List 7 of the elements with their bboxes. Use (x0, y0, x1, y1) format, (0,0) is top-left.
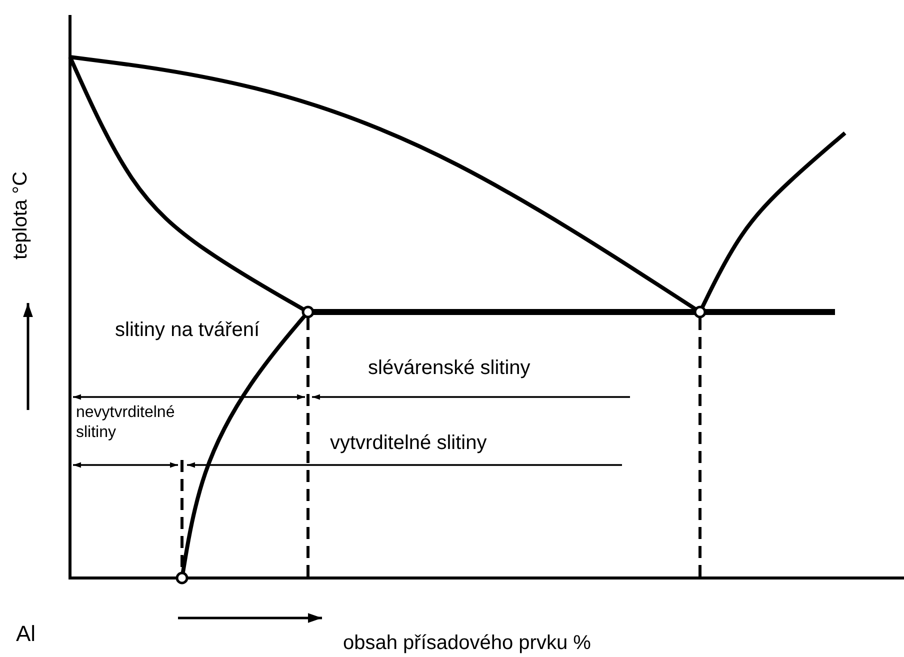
region-label: nevytvrditelné slitiny (76, 403, 176, 443)
region-label: slitiny na tváření (115, 318, 261, 343)
axis-label: obsah přísadového prvku % (343, 631, 591, 656)
element-label: Al (16, 620, 36, 648)
axis-label: teplota °C (8, 170, 32, 260)
region-label: slévárenské slitiny (368, 356, 530, 381)
region-label: vytvrditelné slitiny (330, 431, 487, 456)
